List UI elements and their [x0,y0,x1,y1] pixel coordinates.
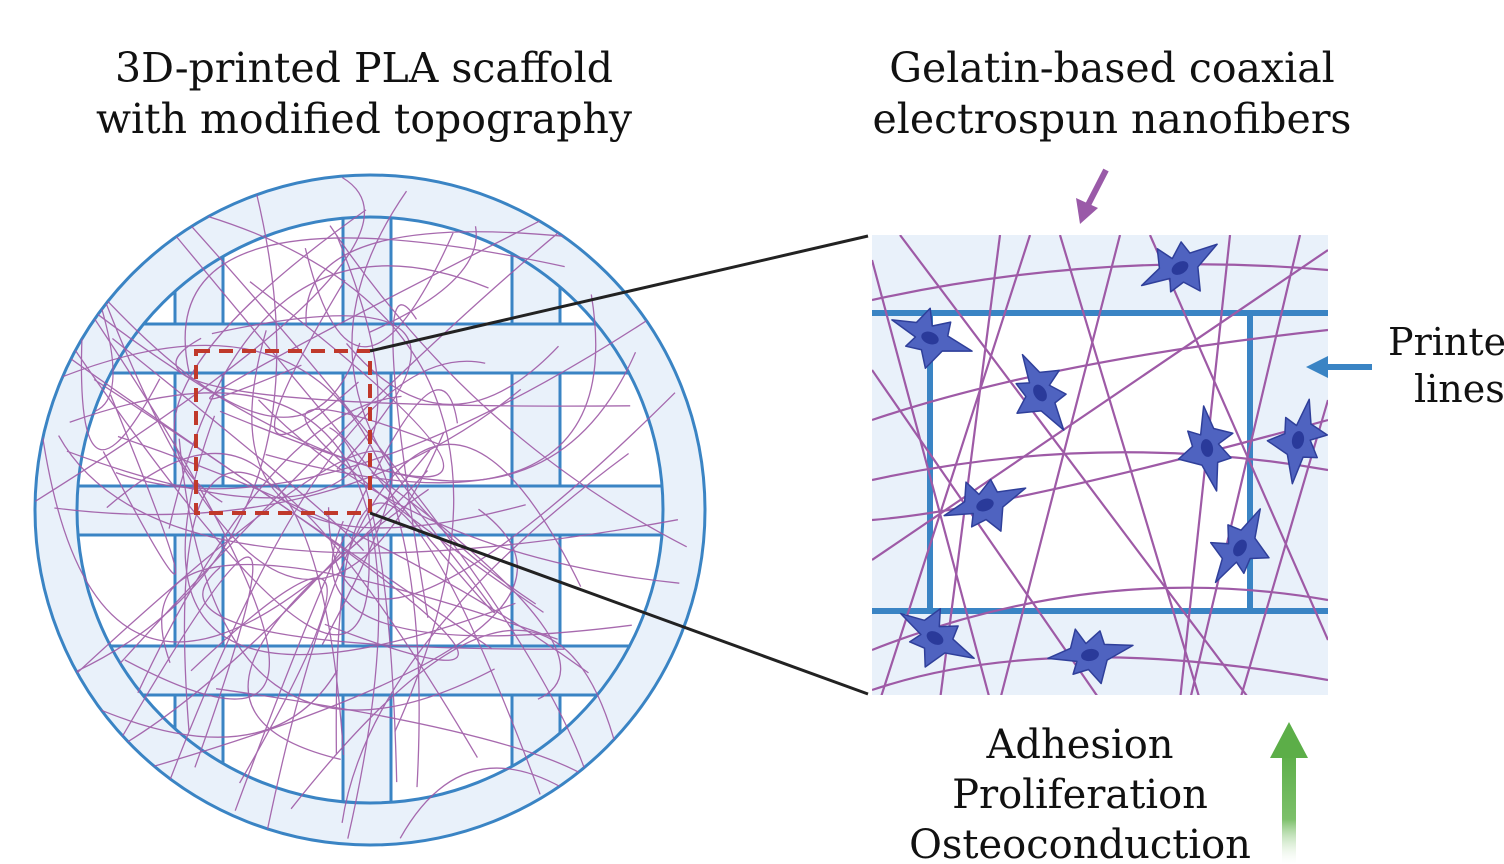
scaffold-fiber [219,281,445,478]
scaffold-fiber [251,330,526,529]
zoom-connector-top [369,234,869,353]
zoomed-fiber [872,369,1098,695]
scaffold-fiber [173,209,367,503]
scaffold-fiber [183,471,478,758]
scaffold-fiber [92,315,270,700]
scaffold-fiber [106,453,345,756]
scaffold-fiber [335,502,541,795]
scaffold-fiber [72,346,370,636]
zoomed-fiber [872,328,1328,422]
printed-lines-label-line1: Printed [1388,320,1504,364]
fibers-title-line1: Gelatin-based coaxial [889,44,1335,92]
zoomed-fiber [880,235,1032,695]
zoomed-fiber [872,418,1328,522]
scaffold-fiber [329,225,687,548]
scaffold-fiber [368,226,477,334]
cell-icon [899,608,975,668]
scaffold-fiber [35,176,366,502]
scaffold-fiber [175,337,631,407]
scaffold-fiber [45,450,393,703]
zoomed-fiber [1058,235,1200,695]
zoomed-nanofibers [872,235,1328,695]
arrow-left-icon [1306,356,1372,378]
cell-icon [1015,353,1067,431]
scaffold-fiber [66,235,379,499]
scaffold-fiber [47,344,420,788]
cell-icon [1047,628,1134,685]
cell-icon [1140,241,1218,293]
scaffold-fiber [184,237,565,374]
scaffold-fiber [161,563,558,664]
zoomed-fiber [872,249,1328,561]
scaffold-fiber [290,629,630,811]
scaffold-fiber [265,294,597,484]
scaffold-title-line2: with modified topography [96,95,633,143]
scaffold-fiber [69,392,380,839]
scaffold-fiber [50,277,637,482]
fibers-title-line2: electrospun nanofibers [873,95,1352,143]
scaffold-fiber [87,556,254,796]
scaffold-fiber [247,488,429,761]
scaffold-fiber [115,301,676,490]
scaffold-fiber [75,193,278,673]
scaffold-fiber [341,452,629,823]
scaffold-fiber [351,190,537,605]
zoomed-fiber [872,263,1328,302]
printed-lines-label-line2: lines [1414,367,1504,411]
zoomed-panel [872,235,1328,695]
zoomed-fiber [872,259,990,695]
scaffold-fiber [202,566,565,650]
arrow-up-icon [1270,722,1308,864]
outcome-proliferation: Proliferation [952,772,1208,818]
cells-layer [891,241,1328,685]
scaffold-fiber [91,283,361,418]
scaffold-fiber [168,265,489,529]
scaffold-fiber [184,415,516,656]
scaffold-fiber [329,427,398,783]
zoomed-fiber [1000,235,1122,695]
scaffold-fiber [89,188,455,732]
zoomed-fiber [1148,235,1328,641]
scaffold-fiber [209,219,543,400]
scaffold-fiber [119,193,606,664]
arrow-down-left-icon [1076,168,1109,224]
zoomed-fiber [899,235,1248,695]
zoomed-fiber [872,451,1328,482]
scaffold-nanofibers [35,176,687,842]
scaffold-fiber [190,577,328,784]
scaffold-fiber [304,232,454,348]
cell-icon [1210,508,1270,584]
scaffold-fiber [399,767,563,839]
scaffold-fiber [305,231,639,325]
cell-icon [1266,398,1328,485]
scaffold-title-line1: 3D-printed PLA scaffold [115,44,613,92]
scaffold-fiber [234,389,459,811]
scaffold-fiber [58,435,679,554]
scaffold-vertical-strut [510,533,562,648]
scaffold-fiber [178,438,495,711]
outcome-adhesion: Adhesion [985,722,1173,768]
zoomed-fiber [1190,235,1302,695]
zoom-connector-bottom [369,511,869,696]
scaffold-fiber [371,471,562,700]
cell-icon [1177,405,1234,492]
scaffold-fiber [117,435,589,674]
scaffold-fiber [346,342,559,405]
outcome-osteoconduction: Osteoconduction [909,822,1251,864]
scaffold-vertical-strut [510,371,562,488]
zoom-region-box [194,349,372,515]
scaffold-fiber [54,388,522,516]
cell-icon [891,307,973,369]
cell-icon [943,478,1027,532]
scaffold-fiber [392,304,429,618]
scaffold-fiber [327,392,676,600]
scaffold-disc [33,173,707,847]
